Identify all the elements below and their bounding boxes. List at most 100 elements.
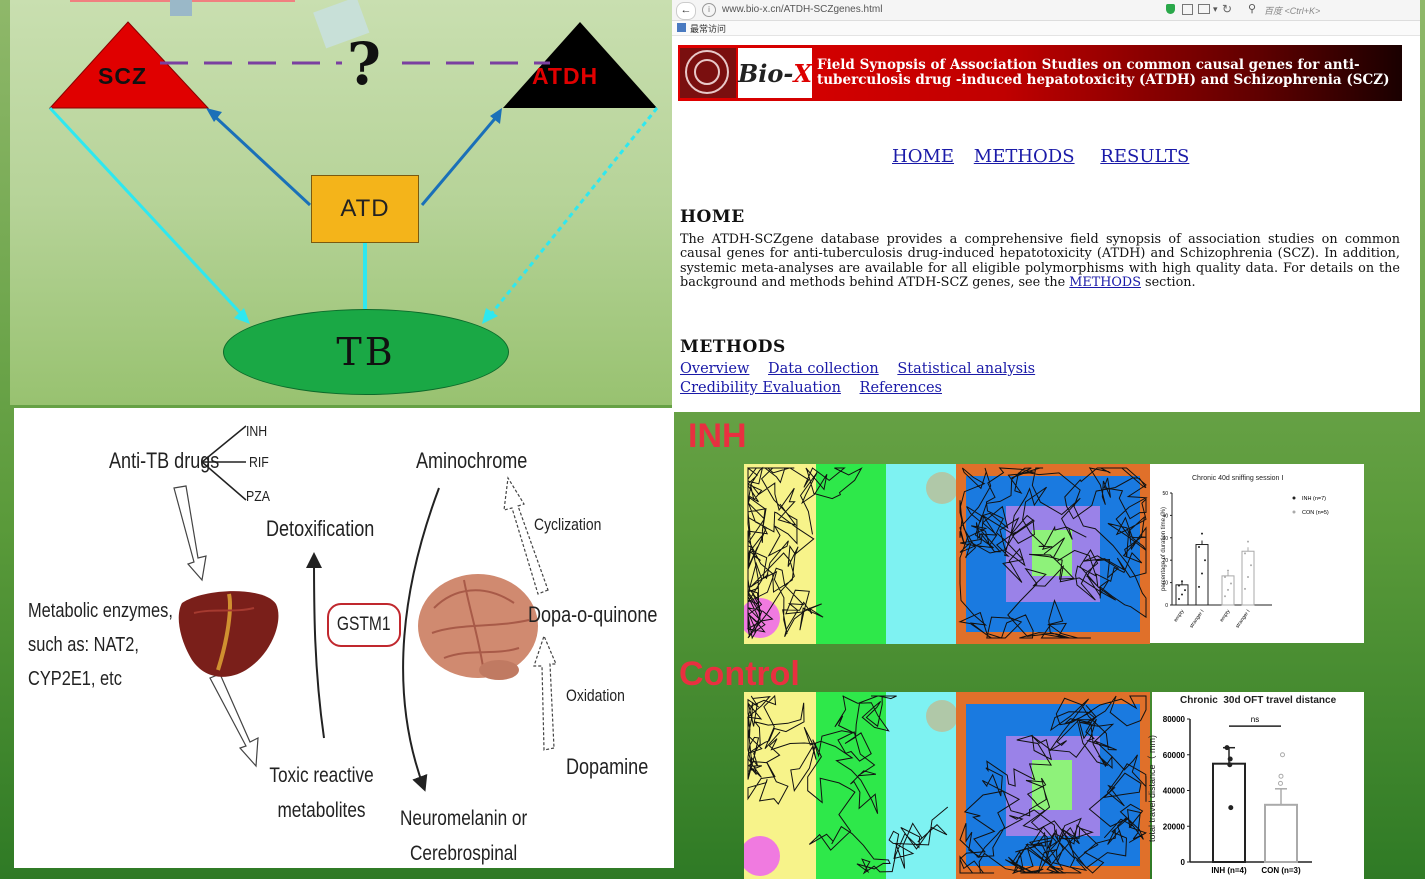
arrow-atd-scz [208, 110, 312, 207]
bookmarks-bar: 最常访问 [672, 21, 1420, 36]
chart2-point [1227, 762, 1233, 768]
chart1-point [1184, 589, 1186, 592]
chart1-point [1198, 545, 1200, 548]
methods-heading: METHODS [680, 337, 786, 357]
pathway-arrows [173, 425, 557, 792]
chart1-point [1227, 588, 1229, 591]
cyclization-label: Cyclization [534, 515, 602, 534]
chart2-point [1228, 805, 1234, 811]
control-track-lines [747, 694, 1147, 875]
chart1-legend-label: CON (n=5) [1302, 510, 1329, 516]
references-link[interactable]: References [859, 380, 942, 396]
atdh-label: ATDH [532, 63, 599, 89]
bio-x-logo: Bio-X [738, 48, 812, 98]
chart1-point [1181, 580, 1183, 583]
url-field[interactable]: www.bio-x.cn/ATDH-SCZgenes.html [722, 4, 883, 15]
atd-box: ATD [311, 175, 419, 243]
toxic-metabolites-label: Toxic reactive metabolites [269, 764, 374, 822]
statistical-analysis-link[interactable]: Statistical analysis [897, 361, 1036, 377]
methods-links-row2: Credibility Evaluation References [680, 380, 956, 396]
chart2-point [1278, 773, 1284, 779]
chart1-point [1204, 559, 1206, 562]
hollow-arrow-cyclization [503, 476, 549, 595]
data-collection-link[interactable]: Data collection [768, 361, 879, 377]
nav-home-link[interactable]: HOME [892, 146, 955, 167]
chart1-point [1178, 584, 1180, 587]
search-input[interactable]: ⚲ 百度 <Ctrl+K> [1244, 2, 1414, 17]
reader-view-icon[interactable] [1198, 4, 1210, 14]
shield-icon[interactable] [1166, 4, 1175, 14]
site-banner: Bio-X Field Synopsis of Association Stud… [678, 45, 1402, 101]
control-group-label: Control [679, 655, 800, 693]
top-blue-shape [170, 0, 192, 16]
chart2-ytick-label: 60000 [1163, 751, 1186, 760]
overview-link[interactable]: Overview [680, 361, 750, 377]
branch-inh [201, 425, 247, 463]
neuromelanin-label: Neuromelanin or Cerebrospinal fluid [399, 807, 528, 865]
diagram-lines [48, 0, 659, 324]
chart1-point [1250, 564, 1252, 567]
bookmark-most-visited[interactable]: 最常访问 [690, 24, 727, 34]
chart2-category-label: CON (n=3) [1261, 866, 1301, 875]
nav-methods-link[interactable]: METHODS [973, 146, 1075, 167]
atdh-triangle [503, 22, 657, 108]
chart1-legend-marker [1292, 510, 1296, 514]
nav-results-link[interactable]: RESULTS [1100, 146, 1190, 167]
chart1-bar [1241, 550, 1255, 606]
chart1-category-label: empty [1219, 608, 1232, 623]
back-button[interactable]: ← [676, 2, 696, 20]
oxidation-label: Oxidation [566, 686, 625, 705]
credibility-evaluation-link[interactable]: Credibility Evaluation [680, 380, 841, 396]
methods-links-row1: Overview Data collection Statistical ana… [680, 361, 1049, 377]
chart1-point [1201, 532, 1203, 535]
branch-pza [201, 461, 247, 501]
dopa-o-quinone-label: Dopa-o-quinone [528, 602, 658, 627]
main-nav: HOME METHODS RESULTS [892, 146, 1203, 167]
brain-image [418, 574, 538, 680]
control-arena-tracks [744, 692, 1150, 879]
travel-distance-chart: Chronic 30d OFT travel distance total tr… [1147, 692, 1364, 879]
dopamine-label: Dopamine [566, 754, 649, 779]
top-teal-shape [313, 0, 370, 49]
methods-inline-link[interactable]: METHODS [1069, 274, 1141, 290]
dropdown-icon[interactable]: ▾ [1213, 4, 1218, 14]
chart2-ytick-label: 40000 [1163, 787, 1186, 796]
pathway-panel: Anti-TB drugs INH RIF PZA Detoxification… [14, 408, 674, 868]
chart2-bar [1264, 803, 1298, 864]
reload-icon[interactable]: ↻ [1222, 2, 1233, 16]
chart2-title: Chronic 30d OFT travel distance [1180, 695, 1337, 706]
anti-tb-drugs-label: Anti-TB drugs [109, 448, 220, 473]
hollow-arrow-oxidation [533, 634, 557, 751]
chart1-ytick-label: 30 [1162, 536, 1168, 542]
chart2-point [1278, 780, 1283, 786]
chart1-ytick-label: 20 [1162, 558, 1168, 564]
chart2-category-label: INH (n=4) [1211, 866, 1247, 875]
triangle-diagram-panel: SCZ ATDH ? ATD TB [10, 0, 672, 405]
dashed-arrow-atdh-tb [486, 107, 659, 319]
info-icon[interactable]: i [702, 3, 716, 17]
detoxification-label: Detoxification [266, 516, 375, 541]
arrow-scz-tb [48, 106, 247, 320]
sniffing-chart: Chronic 40d sniffing session Ⅰ percentag… [1150, 464, 1364, 643]
chart1-point [1224, 576, 1226, 579]
home-paragraph: The ATDH-SCZgene database provides a com… [680, 232, 1400, 290]
inh-arena-tracks [744, 464, 1150, 644]
chart1-ytick-label: 10 [1162, 581, 1168, 587]
behavior-panel: INH Control Chronic 40d sniffing session… [674, 412, 1425, 879]
chart2-point [1227, 756, 1233, 762]
chart1-ytick-label: 0 [1165, 603, 1168, 609]
chart1-point [1230, 582, 1232, 585]
hollow-arrow-drugs-liver [173, 485, 207, 582]
scz-label: SCZ [98, 63, 147, 89]
arrow-atd-atdh [420, 114, 500, 206]
pza-label: PZA [246, 488, 270, 505]
arrowhead-atd-scz [206, 108, 222, 122]
chart1-category-label: stranger Ⅰ [1235, 609, 1252, 630]
qr-code-icon[interactable] [1182, 4, 1193, 15]
chart1-legend-marker [1292, 496, 1296, 500]
chart1-point [1247, 540, 1249, 543]
rif-label: RIF [249, 454, 269, 471]
chart2-bar [1212, 762, 1246, 863]
